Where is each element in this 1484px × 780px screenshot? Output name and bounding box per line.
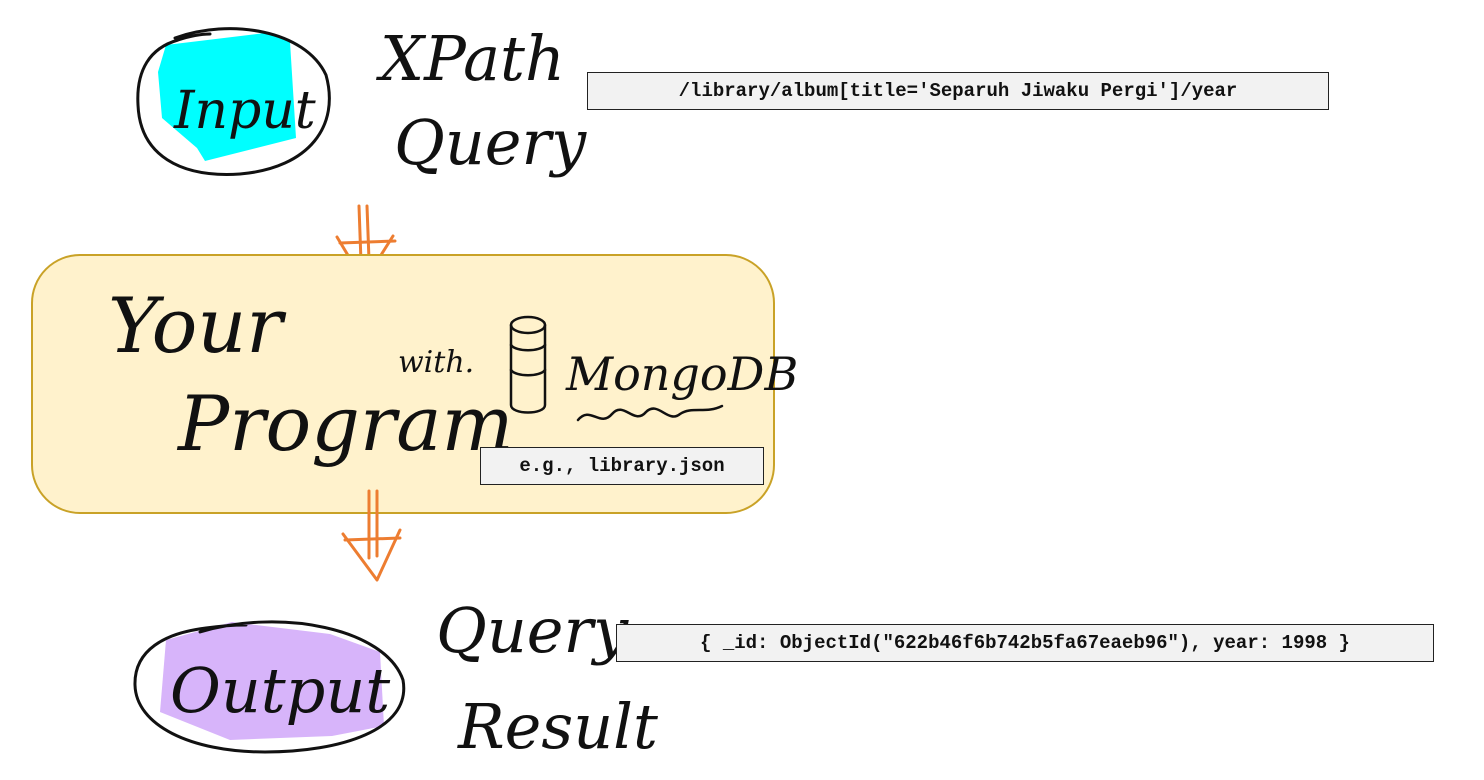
query-result-box: { _id: ObjectId("622b46f6b742b5fa67eaeb9… <box>616 624 1434 662</box>
input-node: Input <box>136 27 331 176</box>
input-highlight <box>158 33 296 161</box>
database-icon <box>509 315 547 414</box>
program-line1: Your <box>108 281 287 370</box>
input-caption-line1: XPath <box>376 22 565 95</box>
with-label: with. <box>398 345 474 380</box>
db-label: MongoDB <box>565 347 798 401</box>
db-label-underline <box>576 404 724 422</box>
example-file-text: e.g., library.json <box>519 455 725 477</box>
input-ellipse <box>136 27 331 176</box>
xpath-query-box: /library/album[title='Separuh Jiwaku Per… <box>587 72 1329 110</box>
output-highlight <box>160 622 384 740</box>
output-caption-line2: Result <box>457 690 658 763</box>
query-result-text: { _id: ObjectId("622b46f6b742b5fa67eaeb9… <box>700 632 1350 654</box>
output-caption-line1: Query <box>436 594 629 667</box>
output-ellipse <box>133 620 406 754</box>
example-file-box: e.g., library.json <box>480 447 764 485</box>
arrow-program-to-output <box>341 489 402 582</box>
output-label: Output <box>170 654 390 727</box>
program-line2: Program <box>176 379 514 468</box>
xpath-query-text: /library/album[title='Separuh Jiwaku Per… <box>678 80 1238 102</box>
input-label: Input <box>173 81 316 141</box>
output-node: Output <box>133 620 406 754</box>
input-caption-line2: Query <box>394 106 587 179</box>
